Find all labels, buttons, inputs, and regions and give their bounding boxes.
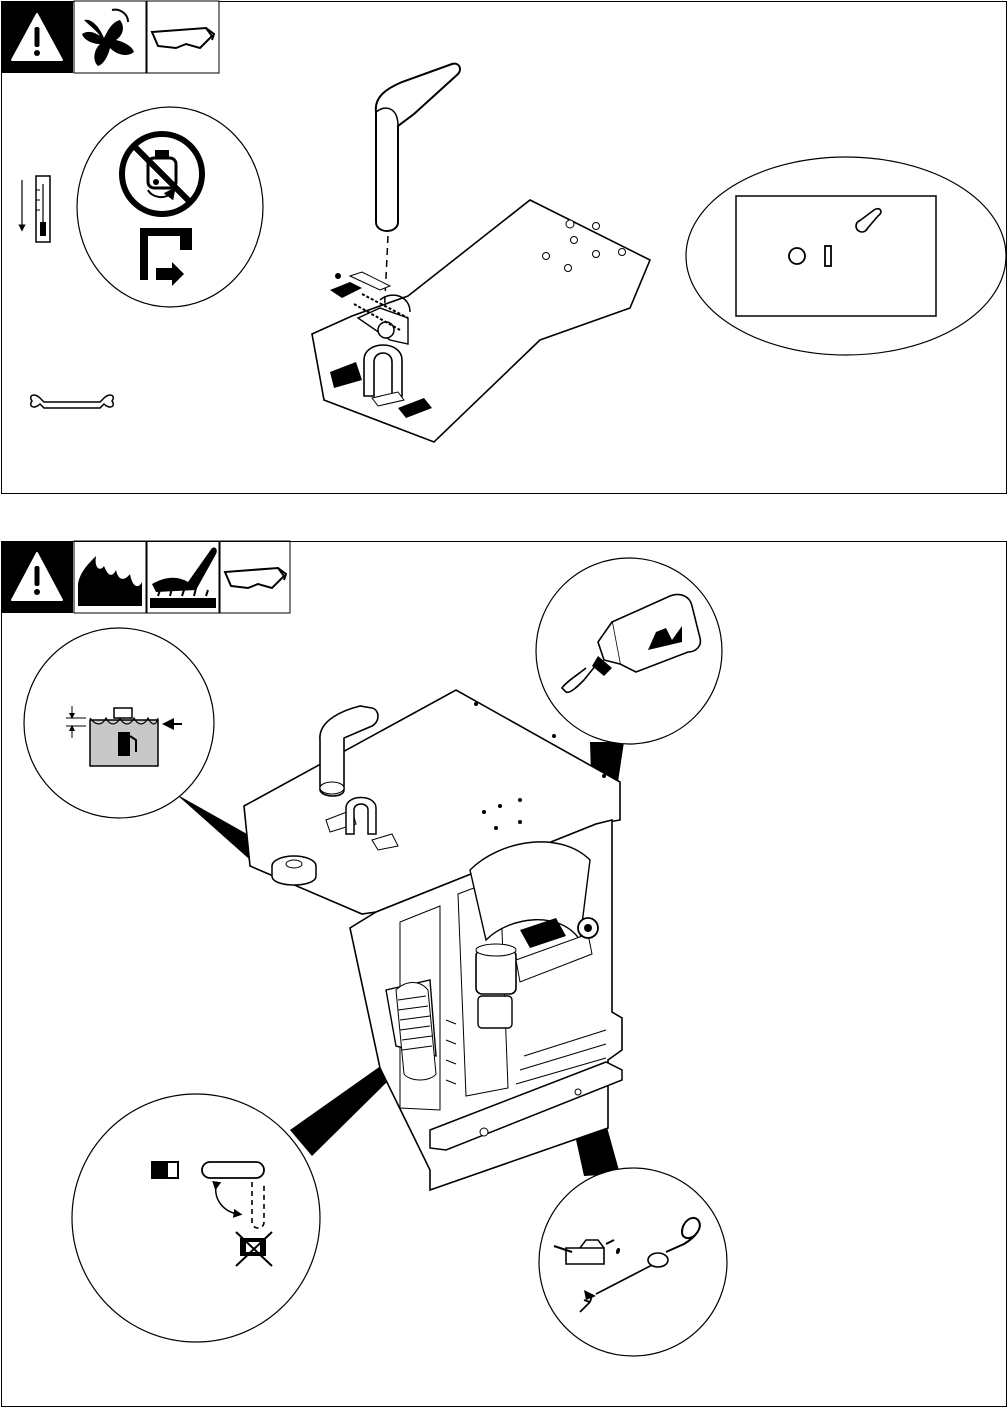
cool-down-thermometer-icon xyxy=(22,176,50,242)
safety-glasses-icon xyxy=(147,1,219,73)
switch-panel-callout xyxy=(686,157,1006,355)
moving-parts-hand-icon xyxy=(74,1,146,73)
warning-triangle-icon xyxy=(1,1,73,73)
open-end-wrench-icon xyxy=(31,395,114,408)
fluid-check-panel xyxy=(1,541,1007,1407)
engine-top-cover xyxy=(312,200,650,442)
